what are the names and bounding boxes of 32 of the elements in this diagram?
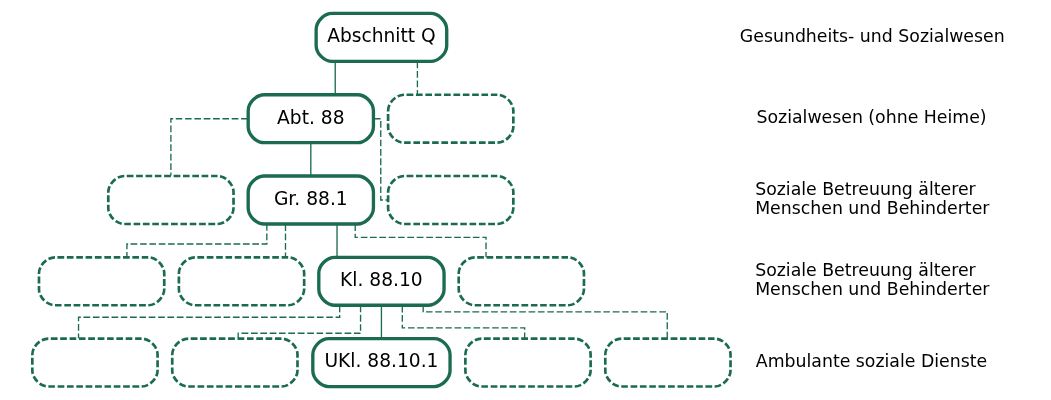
connector (422, 304, 668, 340)
connector (284, 223, 286, 258)
node-box (386, 174, 515, 226)
node-box (37, 255, 166, 307)
connector (372, 118, 388, 201)
label: Ambulante soziale Dienste (755, 351, 987, 372)
node-box: Abt. 88 (246, 93, 375, 145)
label: Gesundheits- und Sozialwesen (739, 25, 1005, 46)
connector (354, 223, 487, 258)
label: Soziale Betreuung älterer Menschen und Behinderter (754, 260, 989, 300)
node-box (30, 337, 159, 388)
connector (309, 142, 311, 177)
label: Sozialwesen (ohne Heime) (756, 107, 987, 128)
node-box (603, 337, 732, 388)
node-box (386, 93, 515, 145)
node-box (463, 337, 592, 388)
connector (380, 305, 382, 339)
connector (334, 61, 336, 95)
node-box (456, 255, 585, 307)
node-box: UKl. 88.10.1 (310, 336, 452, 389)
node-box: Kl. 88.10 (316, 255, 446, 307)
connector (335, 223, 338, 258)
connector (237, 304, 361, 339)
connector (77, 304, 340, 339)
node-box: Abschnitt Q (313, 11, 448, 64)
node-box (106, 174, 235, 226)
node-box: Gr. 88.1 (246, 174, 375, 226)
connector (416, 61, 418, 95)
connector (169, 118, 248, 177)
node-box (170, 337, 299, 388)
node-box (177, 255, 305, 307)
label: Soziale Betreuung älterer Menschen und Behinderter (754, 179, 989, 218)
